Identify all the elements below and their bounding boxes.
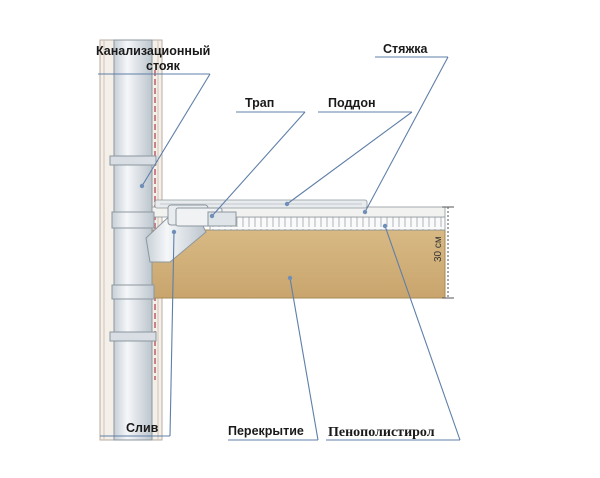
- label-tray: Поддон: [328, 96, 376, 110]
- foam-layer: [209, 216, 446, 231]
- label-drain-trap: Трап: [245, 96, 274, 110]
- height-dimension: 30 см: [433, 206, 454, 299]
- label-riser-line1: Канализационный: [96, 44, 210, 58]
- height-label: 30 см: [433, 236, 444, 262]
- label-outlet: Слив: [126, 421, 159, 435]
- label-riser-line2: стояк: [146, 59, 181, 73]
- label-slab: Перекрытие: [228, 424, 304, 438]
- label-screed: Стяжка: [383, 42, 429, 56]
- label-foam: Пенополистирол: [328, 425, 435, 440]
- leader-lines: [98, 56, 461, 441]
- drain-trap: [175, 207, 237, 227]
- sewer-riser-pipe: [109, 39, 157, 441]
